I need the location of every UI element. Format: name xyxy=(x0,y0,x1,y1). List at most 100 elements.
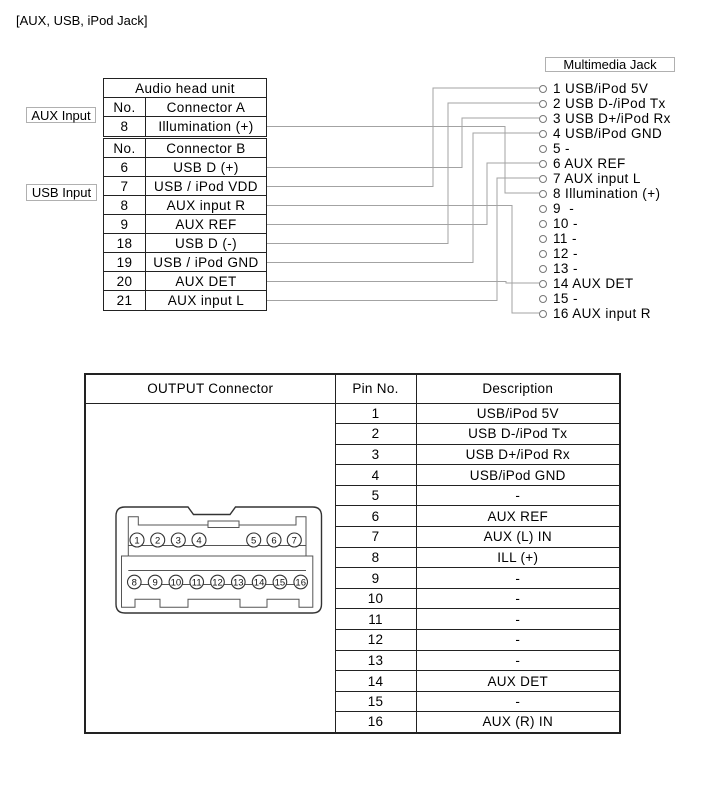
pin-no: 10 xyxy=(334,587,417,610)
aux-input-label: AUX Input xyxy=(26,107,96,123)
jack-pin-row: 5 - xyxy=(539,141,671,156)
pin-name: Illumination (+) xyxy=(158,119,254,134)
pin-name: AUX input L xyxy=(167,293,245,308)
pin-circle-icon xyxy=(539,234,547,243)
table-row: 6 USB D (+) xyxy=(104,158,266,177)
pin-name: USB D (-) xyxy=(174,235,238,251)
col-header-connector-a: Connector A xyxy=(166,99,246,115)
pin-no: 3 xyxy=(334,443,417,466)
pin-circle-icon xyxy=(539,309,547,318)
pin-no: 7 xyxy=(334,526,417,548)
pin-no: 6 xyxy=(334,505,417,528)
pin-circle-icon xyxy=(539,219,547,228)
page-title: [AUX, USB, iPod Jack] xyxy=(16,13,148,28)
col-header-no: No. xyxy=(104,139,146,157)
jack-pin-row: 16 AUX input R xyxy=(539,306,671,321)
pin-name: USB / iPod GND xyxy=(153,254,259,270)
pin-no: 9 xyxy=(334,567,417,589)
pin-desc: USB D-/iPod Tx xyxy=(415,423,621,445)
pin-no: 19 xyxy=(104,253,146,271)
pin-name: AUX input R xyxy=(166,197,246,213)
pin-circle-icon xyxy=(539,174,547,183)
jack-pin-row: 2 USB D-/iPod Tx xyxy=(539,96,671,111)
table-header-row: OUTPUT Connector Pin No. Description xyxy=(84,373,621,404)
table-row: 19 USB / iPod GND xyxy=(104,253,266,272)
pin-circle-icon xyxy=(539,114,547,123)
pin-no: 6 xyxy=(104,158,146,176)
col-header-output-connector: OUTPUT Connector xyxy=(84,373,336,404)
table-row: 7 USB / iPod VDD xyxy=(104,177,266,196)
pin-circle-icon xyxy=(539,204,547,213)
pin-desc: - xyxy=(415,629,621,651)
pin-no: 9 xyxy=(104,215,146,233)
pin-no: 8 xyxy=(334,546,417,569)
pin-desc: AUX (R) IN xyxy=(415,711,621,733)
wire-illumination-to-pin8 xyxy=(267,126,540,194)
pin-circle-icon xyxy=(539,264,547,273)
pin-no: 13 xyxy=(334,649,417,672)
pin-no: 11 xyxy=(334,608,417,631)
jack-pin-row: 11 - xyxy=(539,231,671,246)
table-row: 9 AUX REF xyxy=(104,215,266,234)
pin-name: USB / iPod VDD xyxy=(154,178,258,194)
pin-name: AUX DET xyxy=(175,273,237,289)
pin-no: 21 xyxy=(104,291,146,310)
wire-aux-input-r-to-pin16 xyxy=(267,205,540,314)
audio-head-unit-connector-b-table: No. Connector B 6 USB D (+) 7 USB / iPod… xyxy=(103,138,267,311)
pin-desc: - xyxy=(415,587,621,610)
pin-circle-icon xyxy=(539,99,547,108)
pin-desc: USB D+/iPod Rx xyxy=(415,443,621,466)
jack-pin-row: 3 USB D+/iPod Rx xyxy=(539,111,671,126)
table-row: 8 AUX input R xyxy=(104,196,266,215)
wire-usb-ipod-gnd-to-pin4 xyxy=(267,132,540,263)
pin-name: USB D (+) xyxy=(173,159,239,175)
table-row: No. Connector A xyxy=(104,98,266,117)
table-row: 20 AUX DET xyxy=(104,272,266,291)
pin-no: 14 xyxy=(334,670,417,692)
multimedia-jack-pin-list: 1 USB/iPod 5V 2 USB D-/iPod Tx 3 USB D+/… xyxy=(539,81,671,321)
pin-no: 1 xyxy=(334,402,417,425)
jack-pin-row: 8 Illumination (+) xyxy=(539,186,671,201)
pin-no: 20 xyxy=(104,272,146,290)
wire-aux-ref-to-pin6 xyxy=(267,162,540,225)
pin-circle-icon xyxy=(539,279,547,288)
wire-aux-det-to-pin14 xyxy=(267,281,540,284)
wire-usb-d-minus-to-pin2 xyxy=(267,102,540,244)
pin-desc: - xyxy=(415,690,621,713)
wire-aux-input-l-to-pin7 xyxy=(267,177,540,301)
jack-pin-row: 12 - xyxy=(539,246,671,261)
table-row: 5- xyxy=(85,484,621,507)
jack-pin-row: 13 - xyxy=(539,261,671,276)
jack-pin-row: 9 - xyxy=(539,201,671,216)
pin-no: 12 xyxy=(334,629,417,651)
pin-desc: - xyxy=(415,649,621,672)
multimedia-jack-label: Multimedia Jack xyxy=(545,57,675,72)
output-connector-drawing-cell xyxy=(84,402,336,733)
table-row: 9- xyxy=(85,567,621,589)
col-header-pin-no: Pin No. xyxy=(334,373,417,404)
table-row: Audio head unit xyxy=(104,79,266,98)
pin-desc: - xyxy=(415,608,621,631)
pin-no: 2 xyxy=(334,423,417,445)
pin-no: 18 xyxy=(104,234,146,252)
table-row: 10- xyxy=(85,587,621,610)
pin-desc: USB/iPod GND xyxy=(415,464,621,486)
pin-desc: AUX DET xyxy=(415,670,621,692)
pin-desc: AUX (L) IN xyxy=(415,526,621,548)
wire-usb-d-plus-to-pin3 xyxy=(267,117,540,168)
table-title: Audio head unit xyxy=(135,80,235,96)
usb-input-label: USB Input xyxy=(26,184,97,201)
col-header-no: No. xyxy=(104,98,146,116)
pin-circle-icon xyxy=(539,144,547,153)
pin-desc: - xyxy=(415,484,621,507)
pin-circle-icon xyxy=(539,294,547,303)
table-row: 8 Illumination (+) xyxy=(104,117,266,136)
pin-no: 8 xyxy=(104,117,146,136)
pin-circle-icon xyxy=(539,159,547,168)
